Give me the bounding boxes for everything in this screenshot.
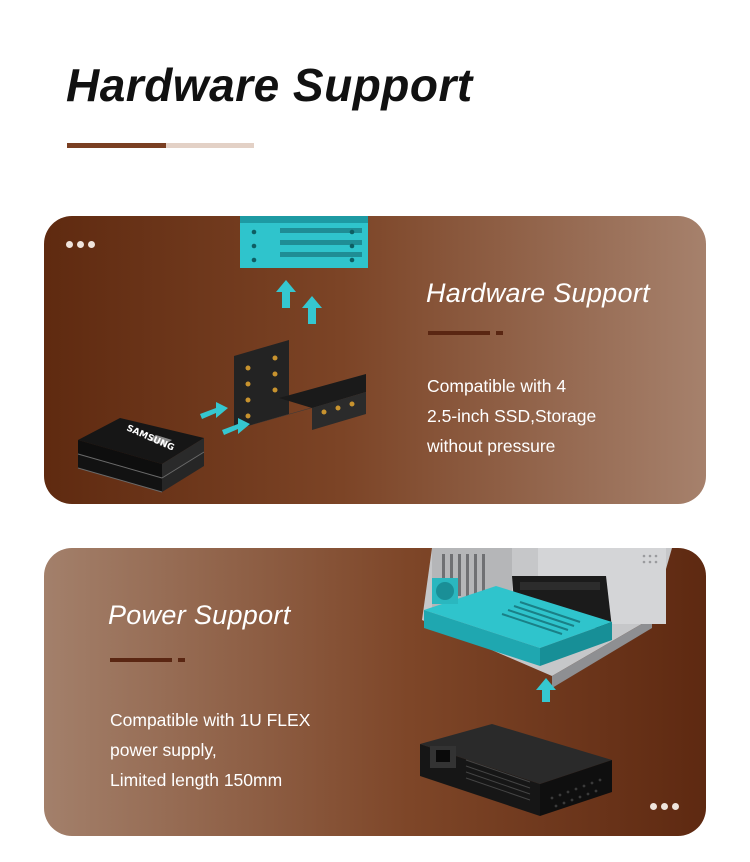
teal-bracket-top <box>240 216 368 268</box>
hardware-support-card: SAMSUNG Hardware Support Compatible with… <box>44 216 706 504</box>
title-underline <box>67 143 254 148</box>
description-line: Compatible with 1U FLEX <box>110 710 311 730</box>
description-line: 2.5-inch SSD,Storage <box>427 406 597 426</box>
description-line: without pressure <box>427 436 556 456</box>
flex-psu <box>420 724 612 816</box>
description-line: Limited length 150mm <box>110 770 283 790</box>
card-heading-rule <box>110 658 185 662</box>
card-description: Compatible with 4 2.5-inch SSD,Storage w… <box>427 371 596 461</box>
ssd-bracket-illustration: SAMSUNG <box>77 216 368 493</box>
card-heading-rule <box>428 331 503 335</box>
description-line: Compatible with 4 <box>427 376 567 396</box>
black-bracket <box>234 340 366 430</box>
up-arrow-icon <box>276 280 322 324</box>
power-support-card: Power Support Compatible with 1U FLEX po… <box>44 548 706 836</box>
psu-case-illustration <box>420 548 672 816</box>
title-underline-light <box>166 143 254 148</box>
teal-psu-highlight <box>424 578 612 666</box>
card-description: Compatible with 1U FLEX power supply, Li… <box>110 705 310 795</box>
ssd-stack: SAMSUNG <box>77 418 205 493</box>
card-heading: Power Support <box>108 600 291 630</box>
title-underline-dark <box>67 143 166 148</box>
right-arrow-icon <box>200 402 250 435</box>
up-arrow-icon <box>536 678 556 702</box>
card-heading: Hardware Support <box>426 278 650 308</box>
dots-icon <box>650 803 679 810</box>
description-line: power supply, <box>110 740 217 760</box>
page-title: Hardware Support <box>66 59 473 111</box>
dots-icon <box>66 241 95 248</box>
